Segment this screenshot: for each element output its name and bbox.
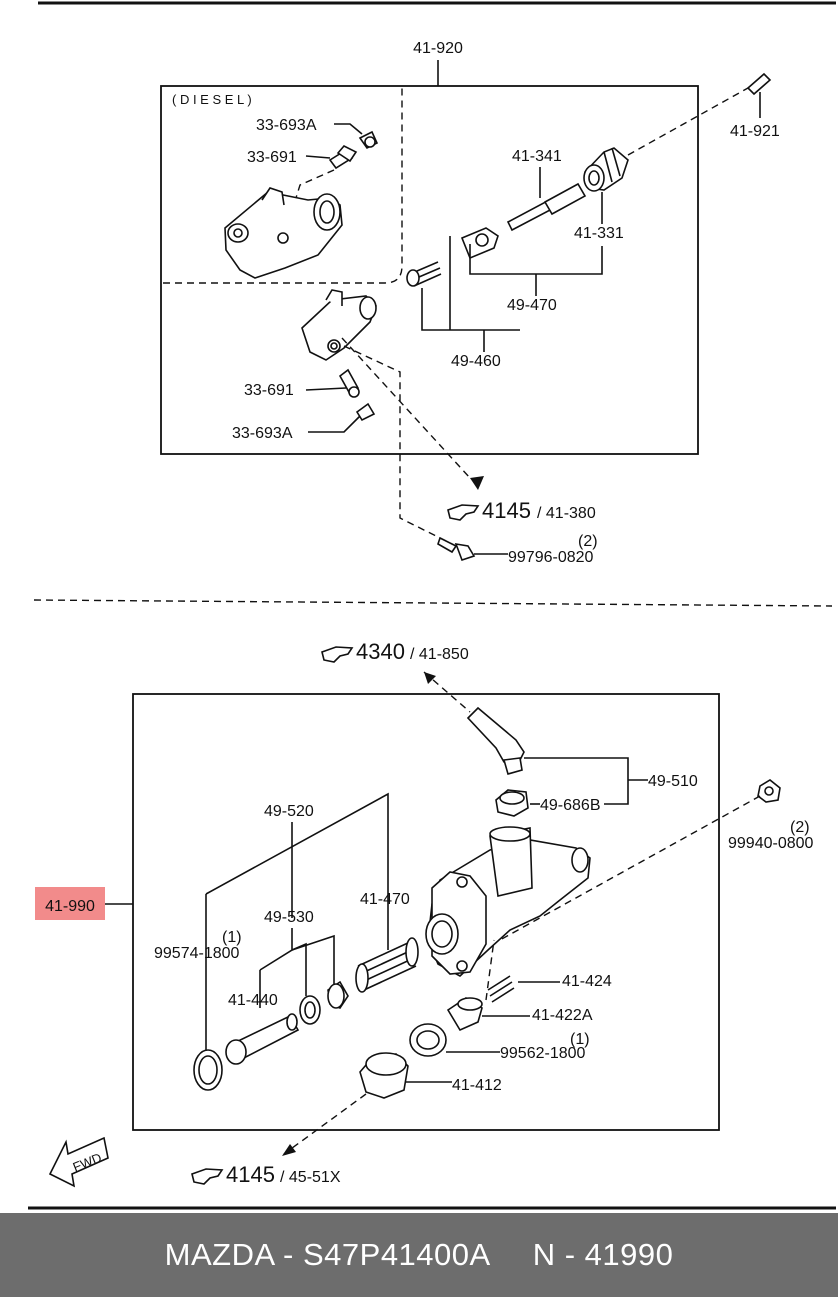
label-41-422A: 41-422A [532,1007,593,1024]
highlight-41-990: 41-990 [35,887,105,920]
ref-code-4340: 4340 [356,639,405,664]
section-separator [33,599,833,607]
label-99574-qty: (1) [222,929,242,946]
return-spring [406,261,442,287]
spring-41-470 [355,937,419,993]
parts-diagram: 41-920 ( D I E S E L ) 33-693A 33-691 [28,1,836,1210]
snap-ring [193,1049,223,1091]
bleeder-cap-top [358,130,379,150]
label-41-412: 41-412 [452,1077,502,1094]
label-41-921: 41-921 [730,123,780,140]
label-41-990: 41-990 [45,898,95,915]
label-49-470: 49-470 [507,297,557,314]
bolt-99796 [437,536,476,562]
piston [225,1013,300,1065]
label-33-693A-top: 33-693A [256,117,317,134]
footer-part-number: MAZDA - S47P41400A [164,1237,491,1272]
label-33-693A-bottom: 33-693A [232,425,293,442]
upper-frame [160,85,699,455]
ref-code-lower: 4145 [226,1162,275,1187]
plug-41-412 [359,1052,409,1099]
diesel-label: ( D I E S E L ) [172,92,252,107]
hose-fitting [466,706,525,775]
diesel-sub-box [163,86,403,284]
pin-41-921 [746,72,772,96]
label-99796-0820: 99796-0820 [508,549,594,566]
bracket-clip [460,227,499,260]
valve-41-422A [446,997,483,1032]
ref-sub-upper: / 41-380 [537,505,596,522]
label-99940-qty: (2) [790,819,810,836]
label-33-691-top: 33-691 [247,149,297,166]
label-41-920: 41-920 [413,40,463,57]
label-41-470: 41-470 [360,891,410,908]
highlight-box [35,887,105,920]
seal-cup [495,789,529,817]
label-33-691-bottom: 33-691 [244,382,294,399]
pointing-hand-icon [191,1168,224,1185]
label-49-530: 49-530 [264,909,314,926]
pointing-hand-icon [447,504,480,521]
pointing-hand-icon [321,646,354,663]
ref-code-upper: 4145 [482,498,531,523]
master-cylinder [425,826,591,977]
dust-boot [583,147,629,192]
bleeder-screw-top [328,145,358,170]
lower-section: 4340 / 41-850 49-510 49-686B 99940-0800 … [35,639,814,1188]
label-41-341: 41-341 [512,148,562,165]
slave-cylinder [301,289,377,361]
diesel-slave-cylinder [224,187,343,279]
upper-section: 41-920 ( D I E S E L ) 33-693A 33-691 [160,40,780,566]
label-99562-1800: 99562-1800 [500,1045,586,1062]
label-49-510: 49-510 [648,773,698,790]
label-41-331: 41-331 [574,225,624,242]
push-rod [506,182,587,232]
o-ring-99562 [409,1023,447,1057]
label-49-460: 49-460 [451,353,501,370]
bleeder-screw-bottom [338,368,360,398]
fwd-arrow-icon: FWD [48,1136,109,1188]
seal-ring [299,995,321,1025]
reference-4340: 4340 / 41-850 [321,639,469,664]
spring-41-424 [487,975,515,1003]
footer-diagram-number: N - 41990 [532,1237,674,1272]
label-41-424: 41-424 [562,973,612,990]
piston-cup [327,980,349,1009]
label-99796-qty: (2) [578,533,598,550]
ref-sub-lower: / 45-51X [280,1169,341,1186]
lower-frame [132,693,720,1131]
reference-4145-lower: 4145 / 45-51X [191,1162,341,1187]
nut-99940 [757,779,781,803]
reference-4145-upper: 4145 / 41-380 [447,498,596,523]
label-99940-0800: 99940-0800 [728,835,814,852]
footer-bar: MAZDA - S47P41400A N - 41990 [0,1213,838,1297]
label-49-686B: 49-686B [540,797,601,814]
label-99562-qty: (1) [570,1031,590,1048]
label-99574-1800: 99574-1800 [154,945,240,962]
label-49-520: 49-520 [264,803,314,820]
bleeder-cap-bottom [355,402,376,422]
label-41-440: 41-440 [228,992,278,1009]
ref-sub-4340: / 41-850 [410,646,469,663]
